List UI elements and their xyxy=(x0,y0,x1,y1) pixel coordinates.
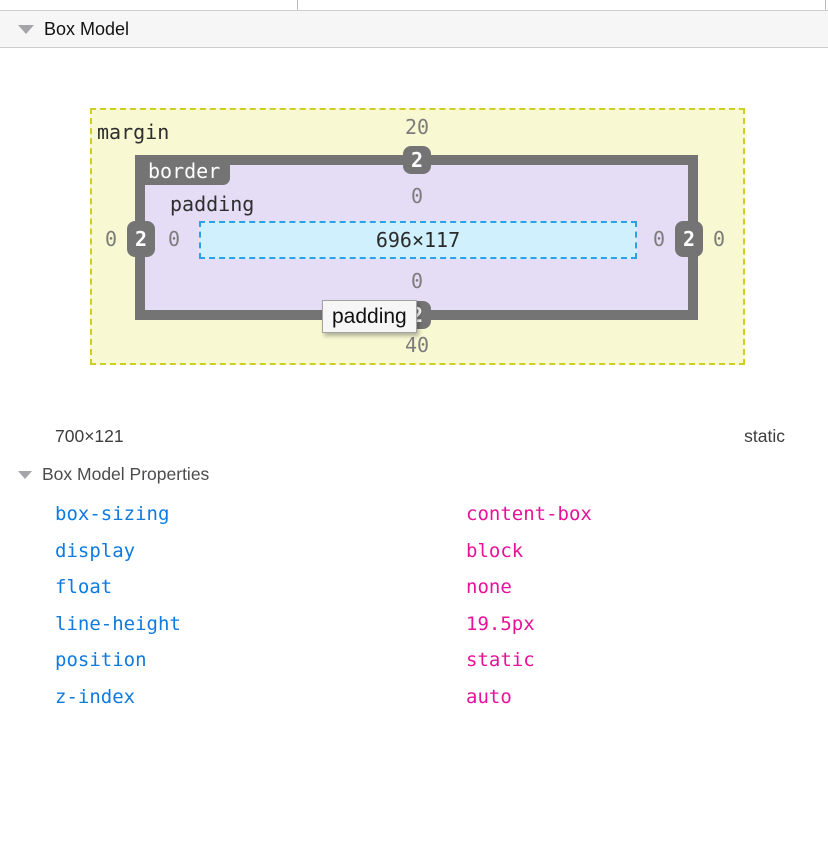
box-model-properties-header[interactable]: Box Model Properties xyxy=(18,464,209,485)
property-value[interactable]: static xyxy=(466,649,535,671)
margin-right-value[interactable]: 0 xyxy=(712,227,726,251)
border-left-value[interactable]: 2 xyxy=(127,221,155,257)
property-row[interactable]: line-height 19.5px xyxy=(55,613,785,650)
padding-left-value[interactable]: 0 xyxy=(167,227,181,251)
element-position: static xyxy=(744,426,785,446)
element-dimensions: 700×121 xyxy=(55,426,124,446)
property-row[interactable]: z-index auto xyxy=(55,686,785,723)
panel-right-border xyxy=(825,0,826,10)
border-right-value[interactable]: 2 xyxy=(675,221,703,257)
property-value[interactable]: 19.5px xyxy=(466,612,535,635)
properties-section-title: Box Model Properties xyxy=(42,464,210,484)
box-model-section-header[interactable]: Box Model xyxy=(0,10,828,48)
content-dimensions: 696×117 xyxy=(375,228,461,252)
property-value[interactable]: none xyxy=(466,576,512,598)
hover-tooltip: padding xyxy=(322,300,417,333)
property-name[interactable]: float xyxy=(55,576,113,598)
chevron-down-icon[interactable] xyxy=(18,24,34,34)
margin-label: margin xyxy=(97,120,170,144)
property-row[interactable]: display block xyxy=(55,540,785,577)
property-name[interactable]: display xyxy=(55,539,136,562)
property-name[interactable]: position xyxy=(55,649,147,671)
border-top-value[interactable]: 2 xyxy=(403,146,431,174)
content-region[interactable]: 696×117 xyxy=(199,221,637,259)
section-title: Box Model xyxy=(44,18,130,39)
property-row[interactable]: float none xyxy=(55,576,785,613)
property-name[interactable]: z-index xyxy=(55,685,136,708)
chevron-down-icon[interactable] xyxy=(18,470,32,479)
padding-label: padding xyxy=(170,192,255,216)
toolbar-divider xyxy=(297,0,298,10)
margin-top-value[interactable]: 20 xyxy=(404,115,430,139)
border-label: border xyxy=(138,157,231,185)
margin-left-value[interactable]: 0 xyxy=(104,227,118,251)
toolbar-strip xyxy=(0,0,828,10)
padding-top-value[interactable]: 0 xyxy=(410,184,424,208)
property-value[interactable]: block xyxy=(466,539,524,562)
property-value[interactable]: auto xyxy=(466,685,512,708)
padding-right-value[interactable]: 0 xyxy=(652,227,666,251)
property-row[interactable]: position static xyxy=(55,649,785,686)
padding-bottom-value[interactable]: 0 xyxy=(410,269,424,293)
property-row[interactable]: box-sizing content-box xyxy=(55,503,785,540)
property-name[interactable]: line-height xyxy=(55,612,181,635)
property-name[interactable]: box-sizing xyxy=(55,503,170,525)
properties-list: box-sizing content-box display block flo… xyxy=(55,503,785,722)
property-value[interactable]: content-box xyxy=(466,503,592,525)
margin-bottom-value[interactable]: 40 xyxy=(404,333,430,357)
